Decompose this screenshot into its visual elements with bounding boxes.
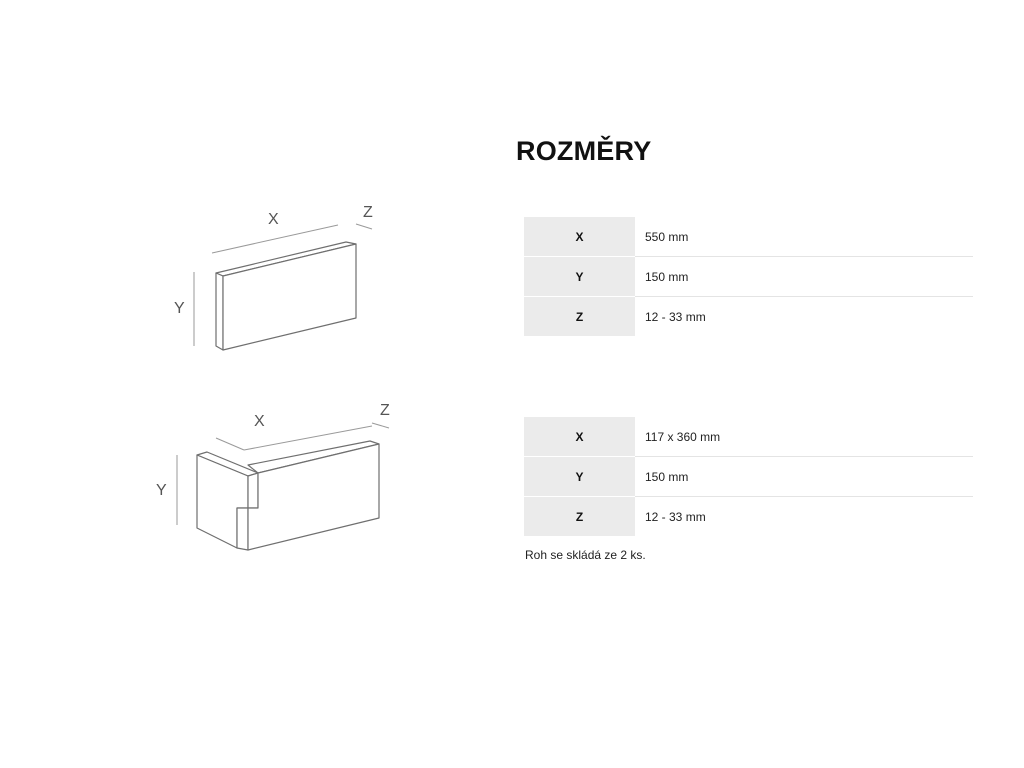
panel-x-label: X: [268, 211, 279, 228]
corner-x-dimension-line-2: [243, 425, 373, 451]
dimension-key: X: [524, 217, 635, 257]
corner-z-label: Z: [380, 402, 390, 419]
dimension-value: 150 mm: [635, 256, 973, 297]
panel-diagram: X Z Y: [174, 204, 373, 351]
dimension-key: X: [524, 417, 635, 457]
corner-end-face-lower: [236, 507, 249, 551]
panel-side-face: [215, 272, 224, 351]
dimension-value: 12 - 33 mm: [635, 296, 973, 337]
dimension-key: Y: [524, 456, 635, 497]
panel-z-dimension-line: [355, 223, 373, 230]
corner-note: Roh se skládá ze 2 ks.: [525, 548, 646, 562]
corner-z-dimension-line: [371, 422, 390, 429]
dimension-value: 550 mm: [635, 217, 973, 257]
dimension-key: Z: [524, 296, 635, 337]
corner-x-dimension-line: [215, 437, 245, 451]
table-row: X 550 mm: [524, 217, 973, 257]
dimension-value: 12 - 33 mm: [635, 496, 973, 537]
corner-y-label: Y: [156, 482, 167, 499]
table-row: Y 150 mm: [524, 456, 973, 497]
corner-main-front-face: [247, 443, 380, 551]
dimension-key: Y: [524, 256, 635, 297]
dimension-key: Z: [524, 496, 635, 537]
dimension-value: 117 x 360 mm: [635, 417, 973, 457]
table-row: Z 12 - 33 mm: [524, 296, 973, 337]
panel-front-face: [222, 243, 357, 351]
page-title: ROZMĚRY: [516, 136, 652, 166]
corner-diagram: X Z Y: [156, 402, 390, 551]
panel-z-label: Z: [363, 204, 373, 221]
corner-x-label: X: [254, 413, 265, 430]
dimension-value: 150 mm: [635, 456, 973, 497]
panel-y-label: Y: [174, 300, 185, 317]
table-row: Z 12 - 33 mm: [524, 496, 973, 537]
corner-dimensions-table: X 117 x 360 mm Y 150 mm Z 12 - 33 mm: [524, 417, 973, 537]
panel-dimensions-table: X 550 mm Y 150 mm Z 12 - 33 mm: [524, 217, 973, 337]
table-row: Y 150 mm: [524, 256, 973, 297]
corner-end-face: [247, 472, 259, 509]
table-row: X 117 x 360 mm: [524, 417, 973, 457]
panel-x-dimension-line: [211, 224, 339, 254]
